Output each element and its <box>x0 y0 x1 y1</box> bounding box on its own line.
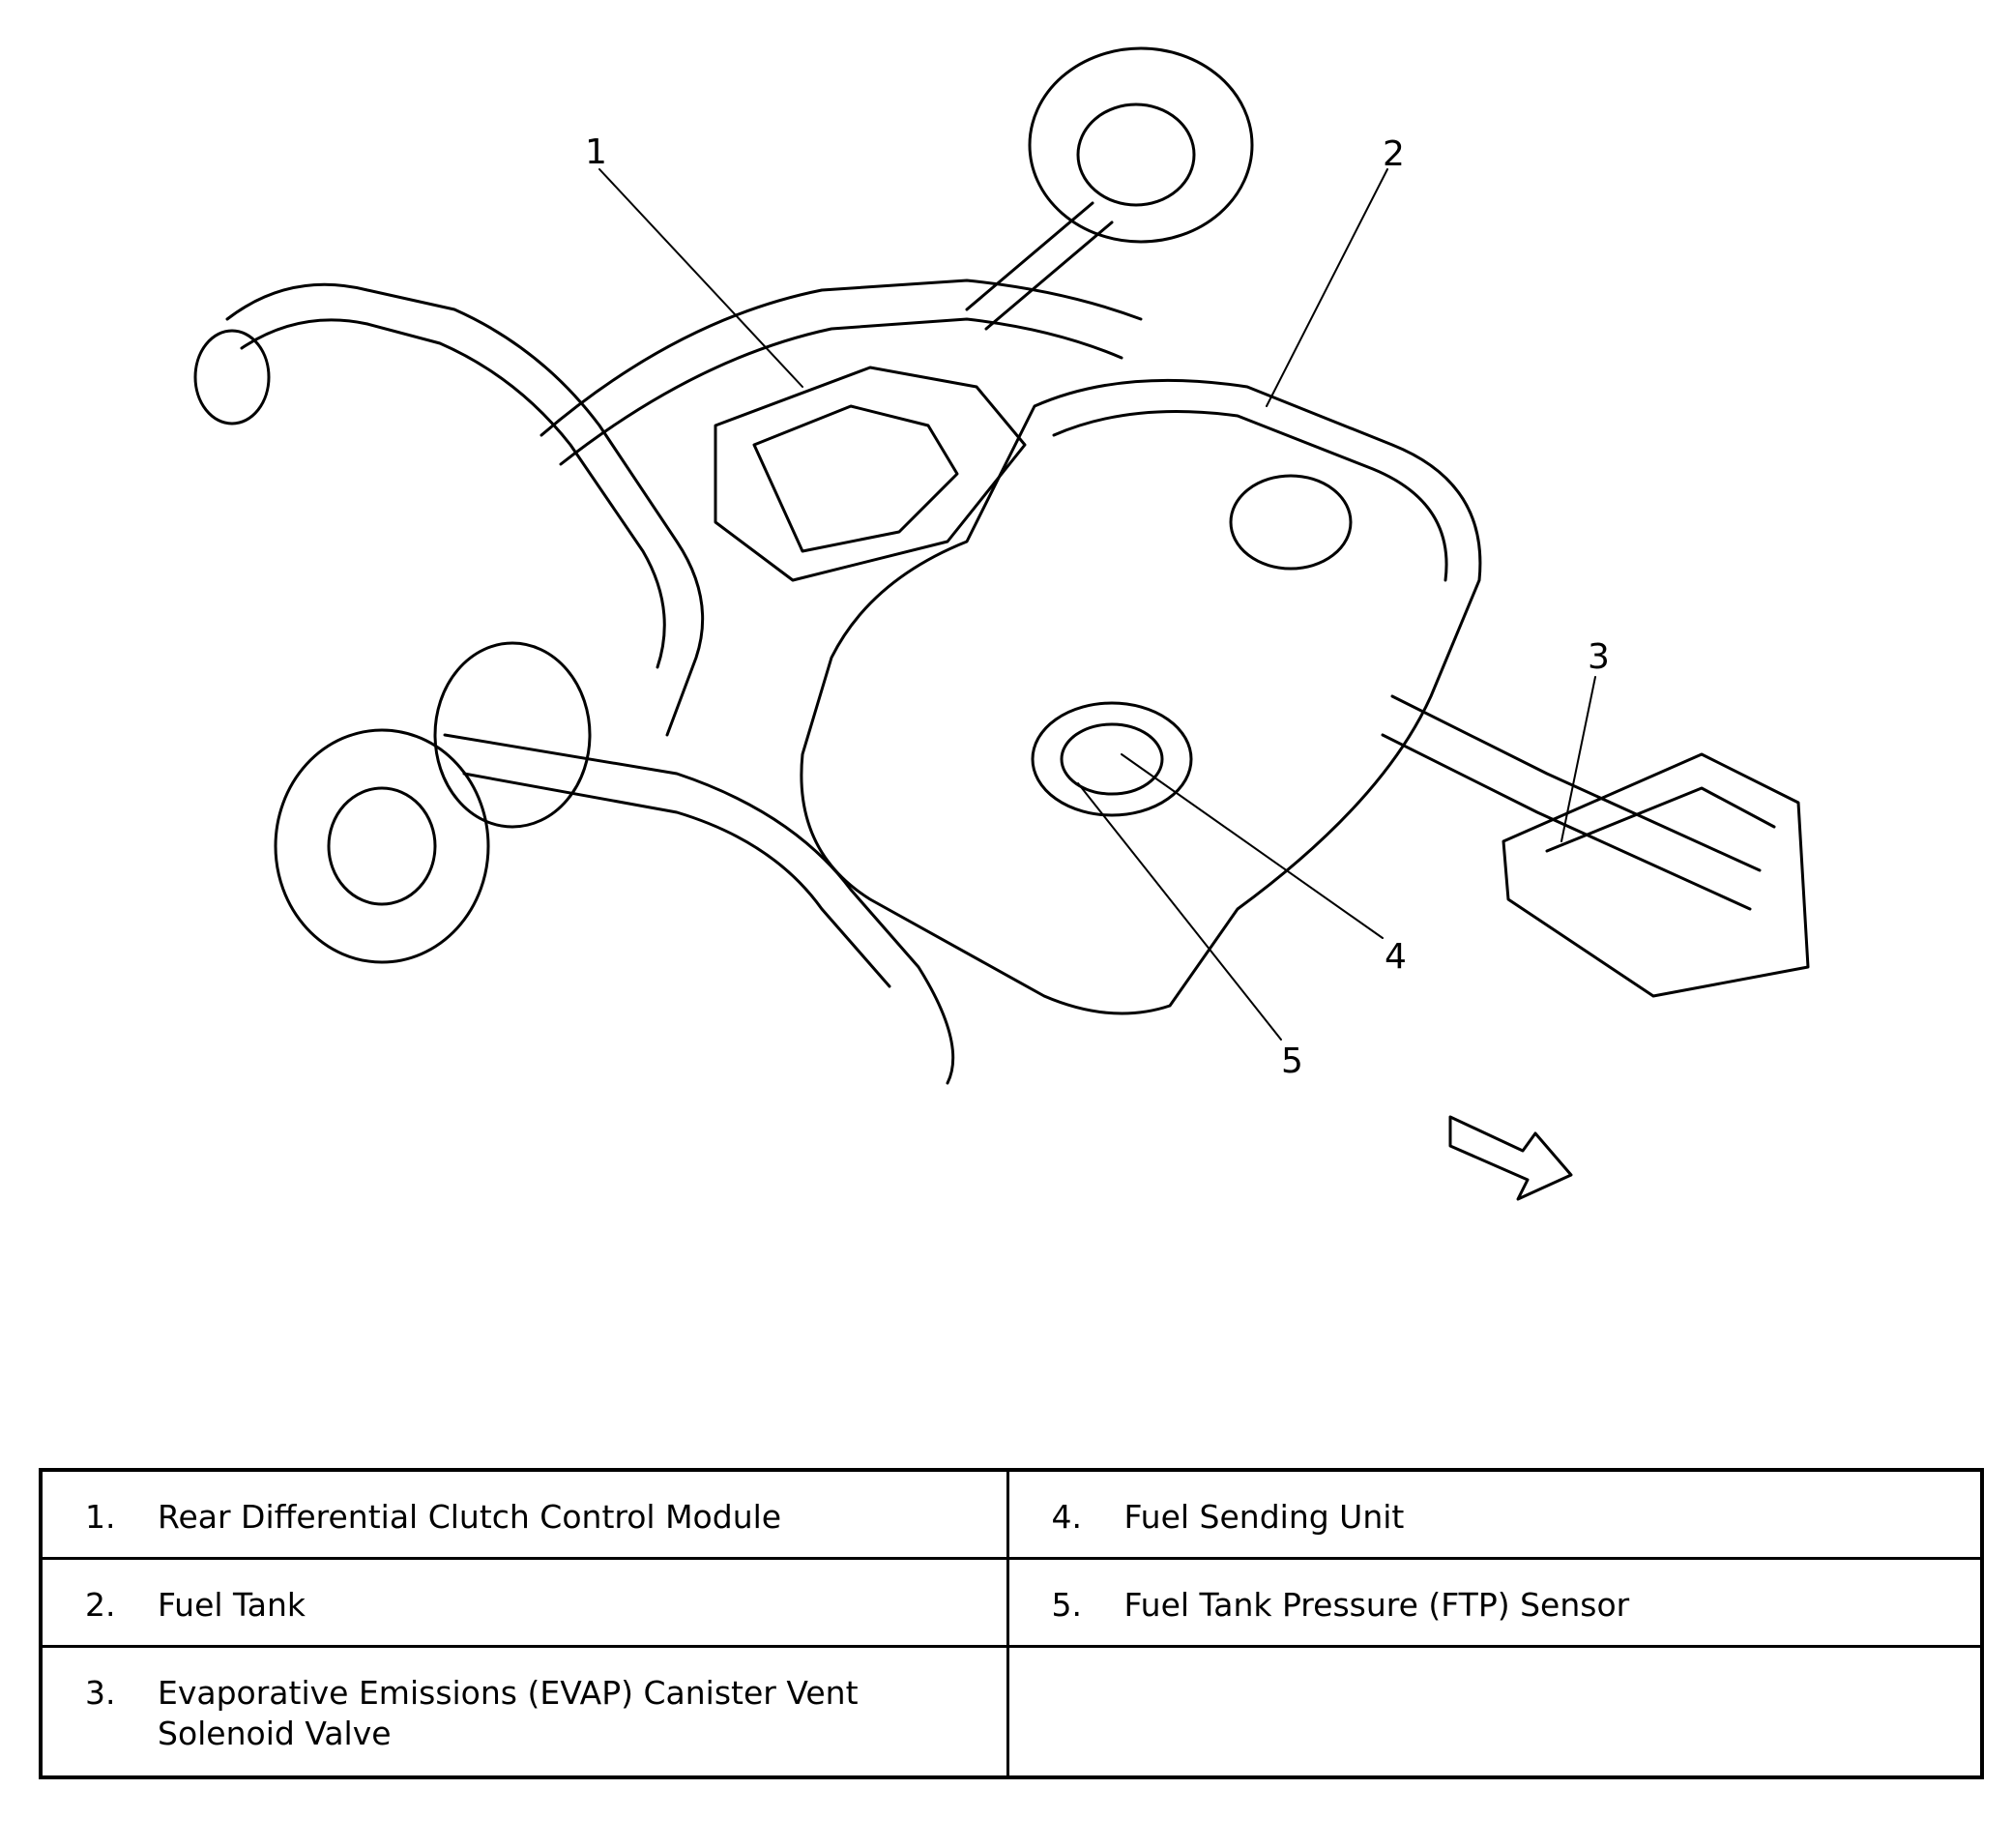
legend-label: Evaporative Emissions (EVAP) Canister Ve… <box>158 1674 859 1752</box>
legend-row: 3. Evaporative Emissions (EVAP) Canister… <box>39 1645 1984 1778</box>
callout-5: 5 <box>1281 1041 1303 1081</box>
legend-number: 1. <box>85 1498 116 1536</box>
legend-cell: 5. Fuel Tank Pressure (FTP) Sensor <box>1006 1557 1984 1648</box>
legend-number: 3. <box>85 1674 116 1712</box>
legend-table: 1. Rear Differential Clutch Control Modu… <box>39 1468 1984 1779</box>
legend-cell-empty <box>1006 1645 1984 1778</box>
undercarriage-illustration <box>193 46 1810 1201</box>
fuel-tank-outline <box>800 378 1482 1015</box>
legend-label: Fuel Sending Unit <box>1123 1498 1405 1536</box>
rear-crossmember <box>539 279 1143 437</box>
legend-label: Rear Differential Clutch Control Module <box>158 1498 782 1536</box>
component-location-diagram: 1 2 3 4 5 <box>193 46 1810 1201</box>
legend-row: 2. Fuel Tank 5. Fuel Tank Pressure (FTP)… <box>39 1557 1984 1648</box>
leader-line-2 <box>1266 168 1388 407</box>
front-direction-arrow <box>1448 1115 1573 1201</box>
legend-number: 5. <box>1051 1586 1083 1624</box>
leader-line-1 <box>598 168 803 388</box>
differential-housing <box>714 366 1027 582</box>
callout-1: 1 <box>585 132 607 172</box>
legend-number: 2. <box>85 1586 116 1624</box>
legend-cell: 1. Rear Differential Clutch Control Modu… <box>39 1468 1009 1560</box>
legend-cell: 2. Fuel Tank <box>39 1557 1009 1648</box>
right-side-rail <box>1390 694 1762 872</box>
fuel-sending-unit <box>1031 701 1193 817</box>
upper-right-wheel <box>1028 46 1254 244</box>
legend-label: Fuel Tank Pressure (FTP) Sensor <box>1123 1586 1630 1624</box>
leader-line-4 <box>1121 753 1384 939</box>
legend-cell: 3. Evaporative Emissions (EVAP) Canister… <box>39 1645 1009 1778</box>
upper-left-hub <box>193 329 271 425</box>
callout-2: 2 <box>1383 134 1405 174</box>
legend-number: 4. <box>1051 1498 1083 1536</box>
left-frame-rail <box>225 282 705 737</box>
callout-3: 3 <box>1588 637 1610 677</box>
evap-canister-bracket <box>1502 752 1810 998</box>
leader-line-3 <box>1560 676 1596 842</box>
leader-line-5 <box>1077 782 1282 1041</box>
lower-frame-rail <box>443 733 955 1085</box>
lower-left-wheel <box>274 728 490 964</box>
legend-label: Fuel Tank <box>158 1586 306 1624</box>
legend-cell: 4. Fuel Sending Unit <box>1006 1468 1984 1560</box>
legend-row: 1. Rear Differential Clutch Control Modu… <box>39 1468 1984 1560</box>
callout-4: 4 <box>1385 937 1407 977</box>
